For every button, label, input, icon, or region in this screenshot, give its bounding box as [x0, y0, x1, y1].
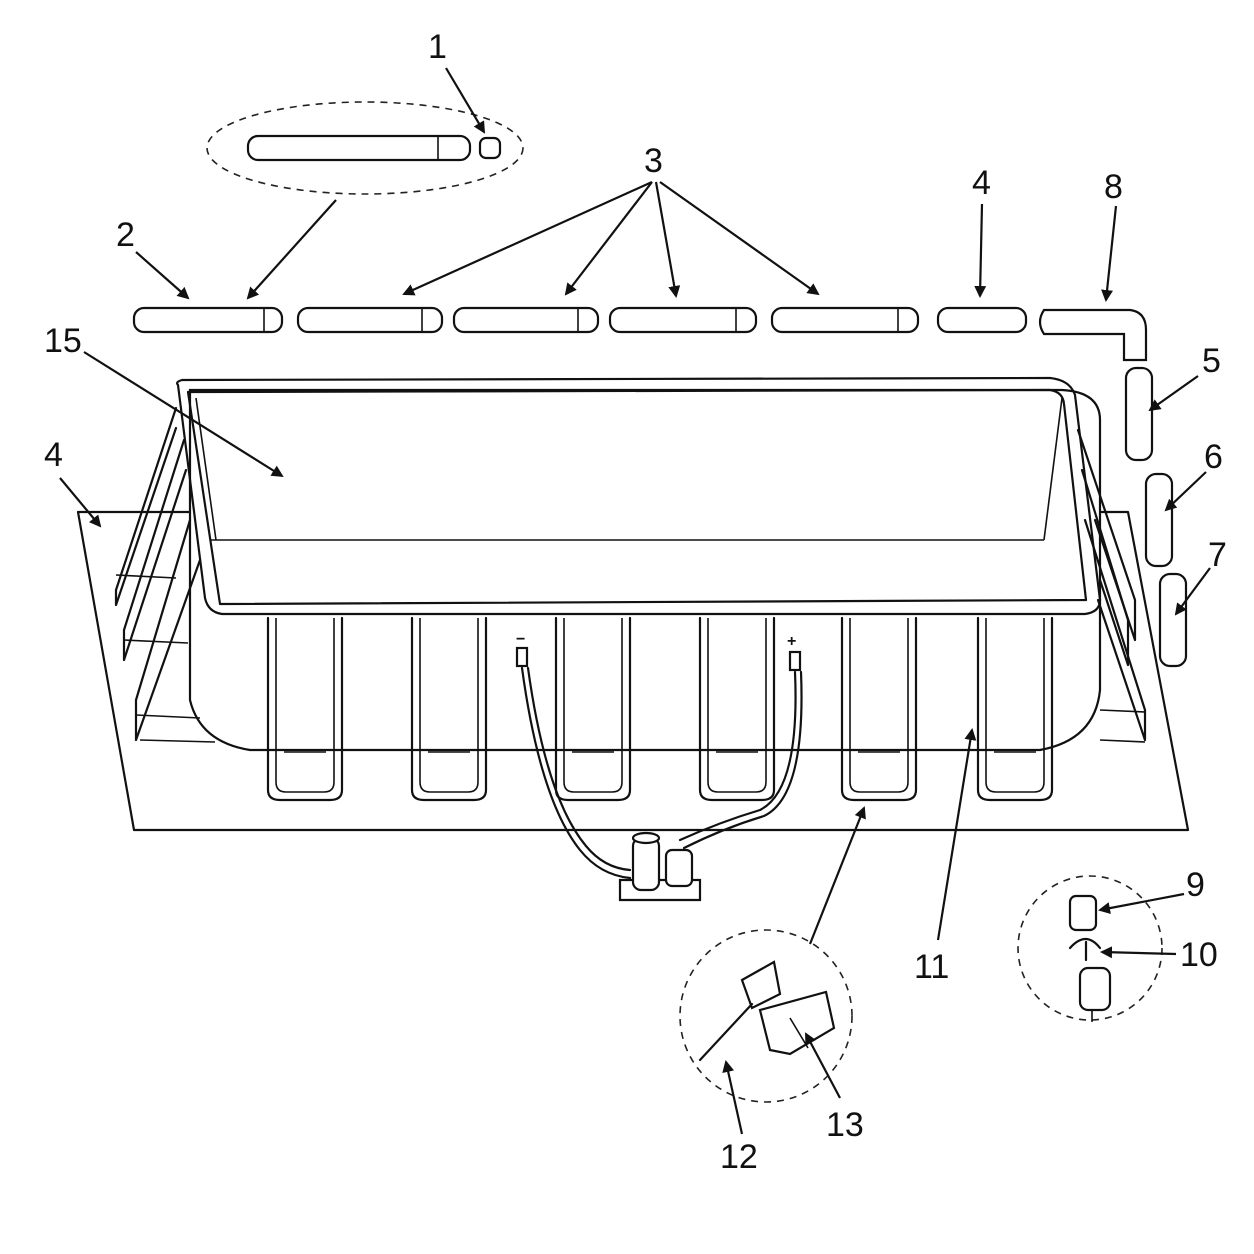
callout-arrows — [59, 67, 1211, 1135]
callout-4-left: 4 — [44, 436, 63, 474]
callout-4-top: 4 — [972, 164, 991, 202]
detail-bubble-rail — [206, 101, 524, 195]
callout-5: 5 — [1202, 342, 1221, 380]
callout-7: 7 — [1208, 536, 1227, 574]
callout-3: 3 — [644, 142, 663, 180]
u-supports — [266, 616, 1054, 802]
callout-1: 1 — [428, 28, 447, 66]
right-end-frame — [1076, 428, 1147, 743]
callout-8: 8 — [1104, 168, 1123, 206]
hoses-and-pump — [515, 646, 803, 902]
callout-15: 15 — [44, 322, 82, 360]
vertical-legs — [1124, 366, 1188, 668]
callout-10: 10 — [1180, 936, 1218, 974]
callout-12: 12 — [720, 1138, 758, 1176]
detail-bubble-support — [679, 929, 853, 1103]
hose-plus-sign: + — [787, 633, 796, 650]
callout-2: 2 — [116, 216, 135, 254]
callout-9: 9 — [1186, 866, 1205, 904]
detail-bubble-clip — [1017, 875, 1163, 1022]
callout-13: 13 — [826, 1106, 864, 1144]
left-end-frame — [114, 406, 216, 743]
pool-liner — [176, 376, 1102, 752]
top-rails — [132, 306, 1148, 362]
hose-minus-sign: − — [516, 631, 525, 648]
callout-6: 6 — [1204, 438, 1223, 476]
callout-11: 11 — [914, 948, 949, 986]
